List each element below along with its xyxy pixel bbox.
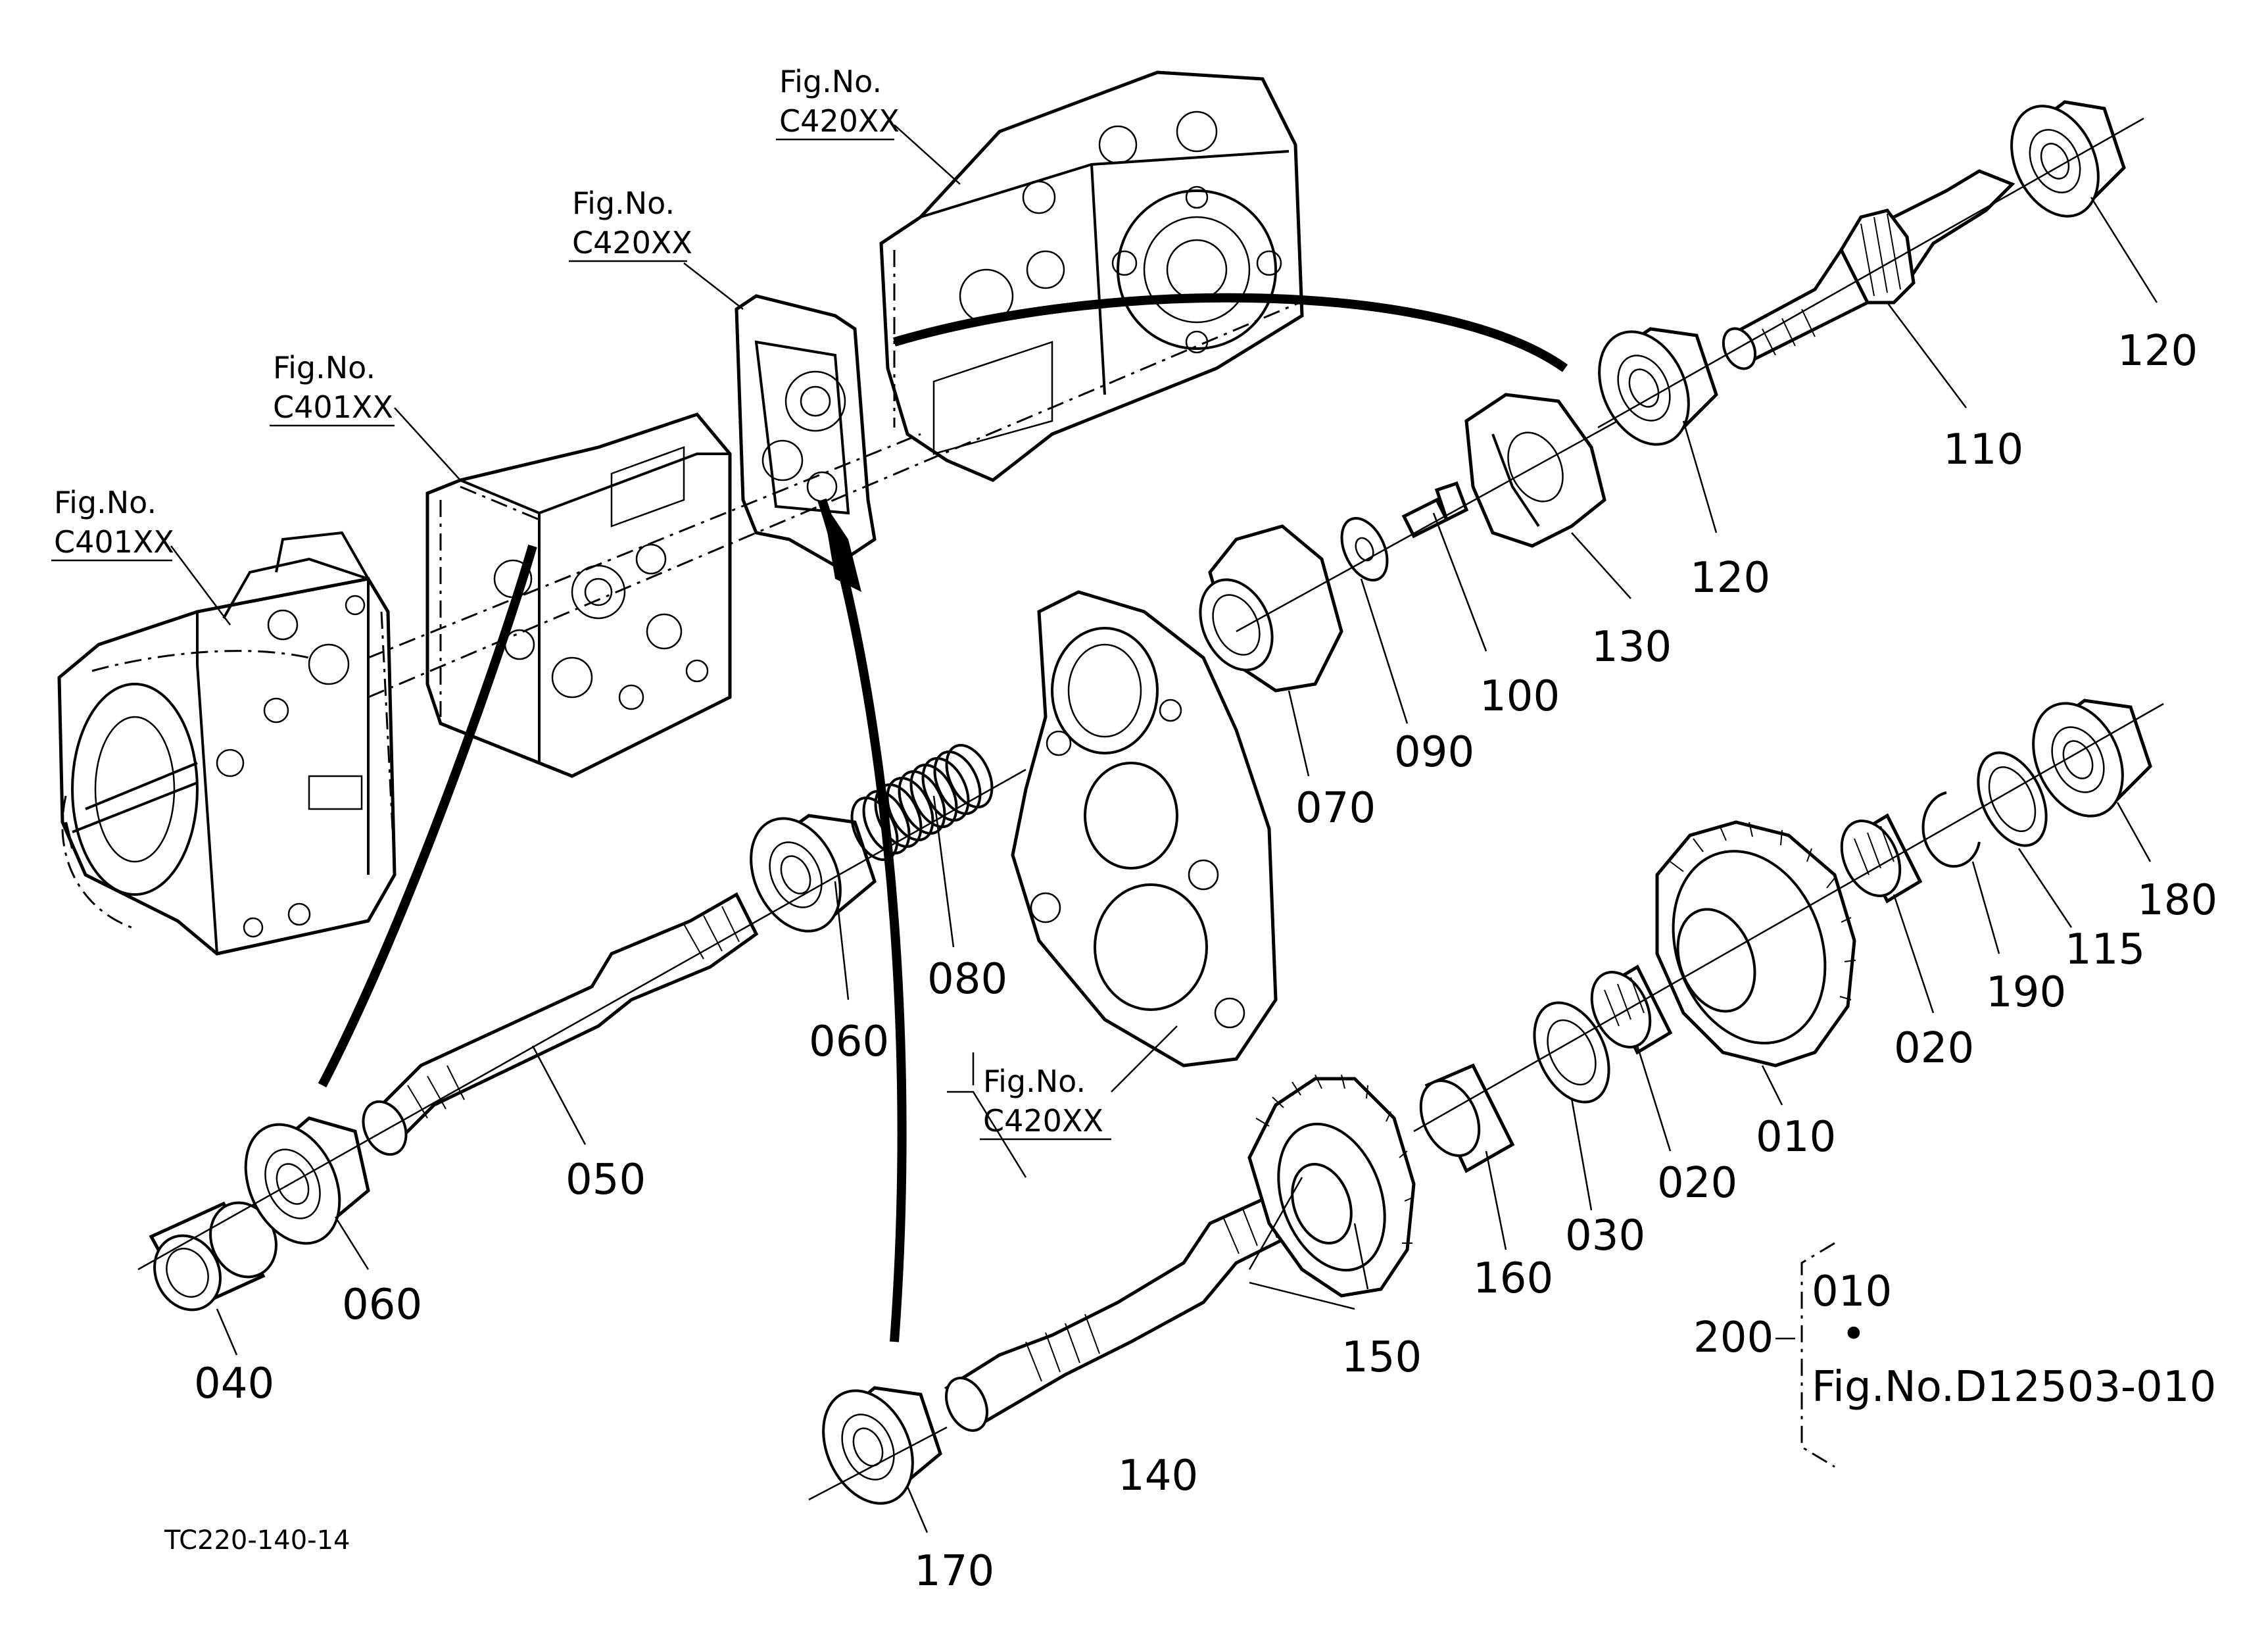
fig-ref-label: Fig.No. xyxy=(983,1064,1086,1099)
part-number-labels: 120 110 120 130 100 090 070 080 060 050 … xyxy=(194,327,2217,1596)
spring-080 xyxy=(850,743,994,862)
gear-shaft-110 xyxy=(1722,169,2015,370)
part-number-140[interactable]: 140 xyxy=(1118,1452,1198,1500)
part-number-190[interactable]: 190 xyxy=(1986,968,2066,1017)
part-number-070[interactable]: 070 xyxy=(1295,784,1376,833)
clutch-housing xyxy=(57,531,397,956)
bearing-060-right xyxy=(750,814,877,933)
bearing-180 xyxy=(2032,699,2152,818)
mid-axis-line xyxy=(1236,420,1618,633)
assembly-reference[interactable]: Fig.No.D12503-010 xyxy=(1812,1363,2216,1412)
washer-115 xyxy=(1977,751,2048,847)
fig-ref-c401xx-mid[interactable]: Fig.No. C401XX xyxy=(270,350,395,427)
fig-ref-code: C401XX xyxy=(54,524,174,560)
leader-lines xyxy=(170,124,2158,1533)
part-number-050[interactable]: 050 xyxy=(566,1156,646,1204)
fig-ref-c401xx-left[interactable]: Fig.No. C401XX xyxy=(51,485,174,562)
part-number-010[interactable]: 010 xyxy=(1756,1113,1836,1162)
assembly-separator: • xyxy=(1841,1310,1866,1359)
connector-arrowhead xyxy=(822,500,861,592)
fig-ref-c420xx-top[interactable]: Fig.No. C420XX xyxy=(776,64,900,141)
assembly-number[interactable]: 200 xyxy=(1693,1314,1773,1362)
bearing-060-left xyxy=(244,1116,370,1245)
part-number-020[interactable]: 020 xyxy=(1657,1159,1737,1208)
connector-arc-top xyxy=(893,293,1568,372)
bolt-100 xyxy=(1401,481,1469,539)
bushing-040 xyxy=(149,1201,277,1312)
fig-ref-c420xx-mid[interactable]: Fig.No. C420XX xyxy=(569,185,692,262)
bearing-120-top xyxy=(2010,100,2126,218)
fig-ref-c420xx-bottom[interactable]: Fig.No. C420XX xyxy=(980,1064,1111,1141)
assembly-note-200: 200 010 • Fig.No.D12503-010 xyxy=(1693,1242,2216,1468)
part-number-100[interactable]: 100 xyxy=(1480,672,1560,721)
washer-030 xyxy=(1533,1001,1610,1104)
part-number-020[interactable]: 020 xyxy=(1894,1024,1974,1073)
part-number-080[interactable]: 080 xyxy=(927,955,1007,1004)
retainer-130 xyxy=(1464,393,1606,548)
transmission-case-rear xyxy=(879,70,1304,482)
mid-plate-housing xyxy=(735,294,877,568)
fig-ref-code: C420XX xyxy=(983,1103,1103,1139)
bottom-axis-line xyxy=(808,1426,948,1501)
fig-ref-label: Fig.No. xyxy=(273,350,375,385)
part-number-115[interactable]: 115 xyxy=(2065,925,2145,974)
gear-010 xyxy=(1655,820,1856,1068)
collar-070 xyxy=(1199,524,1343,693)
part-number-060[interactable]: 060 xyxy=(342,1281,422,1329)
gear-150 xyxy=(1247,1074,1416,1298)
shaft-050 xyxy=(362,892,759,1156)
part-number-160[interactable]: 160 xyxy=(1473,1254,1553,1303)
connector-arc-center xyxy=(817,498,907,1342)
shaft-140 xyxy=(944,1188,1305,1432)
gear-case-housing xyxy=(1011,590,1278,1068)
fig-ref-label: Fig.No. xyxy=(572,185,675,221)
needle-bearing-020-lower xyxy=(1590,964,1673,1055)
part-number-090[interactable]: 090 xyxy=(1394,728,1474,777)
fig-ref-code: C401XX xyxy=(273,389,393,425)
drawing-code: TC220-140-14 xyxy=(164,1525,350,1556)
part-number-180[interactable]: 180 xyxy=(2137,876,2217,925)
part-number-030[interactable]: 030 xyxy=(1565,1212,1645,1260)
part-number-110[interactable]: 110 xyxy=(1943,426,2023,474)
sleeve-160 xyxy=(1419,1063,1515,1173)
connector-arc-left xyxy=(318,545,537,1088)
part-number-130[interactable]: 130 xyxy=(1591,623,1672,672)
fig-ref-label: Fig.No. xyxy=(54,485,157,520)
fig-ref-code: C420XX xyxy=(779,103,900,139)
lower-axis-line xyxy=(1413,702,2164,1133)
part-number-120[interactable]: 120 xyxy=(2117,327,2198,376)
part-number-150[interactable]: 150 xyxy=(1341,1333,1422,1382)
needle-bearing-020-upper xyxy=(1840,813,1923,904)
bearing-170 xyxy=(822,1386,942,1505)
bearing-120-middle xyxy=(1598,327,1718,446)
housing-axis-line xyxy=(368,295,1316,699)
part-number-170[interactable]: 170 xyxy=(914,1547,994,1596)
washer-090 xyxy=(1340,516,1389,582)
part-number-120[interactable]: 120 xyxy=(1690,554,1770,602)
transmission-case-front xyxy=(425,412,732,778)
fig-ref-code: C420XX xyxy=(572,225,692,260)
snap-ring-190 xyxy=(1921,791,1981,868)
part-number-060[interactable]: 060 xyxy=(809,1018,889,1066)
assembly-component: 010 xyxy=(1812,1267,1892,1316)
fig-ref-label: Fig.No. xyxy=(779,64,882,99)
part-number-040[interactable]: 040 xyxy=(194,1360,274,1408)
upper-axis-line xyxy=(1597,117,2144,429)
left-axis-line xyxy=(137,768,1026,1271)
